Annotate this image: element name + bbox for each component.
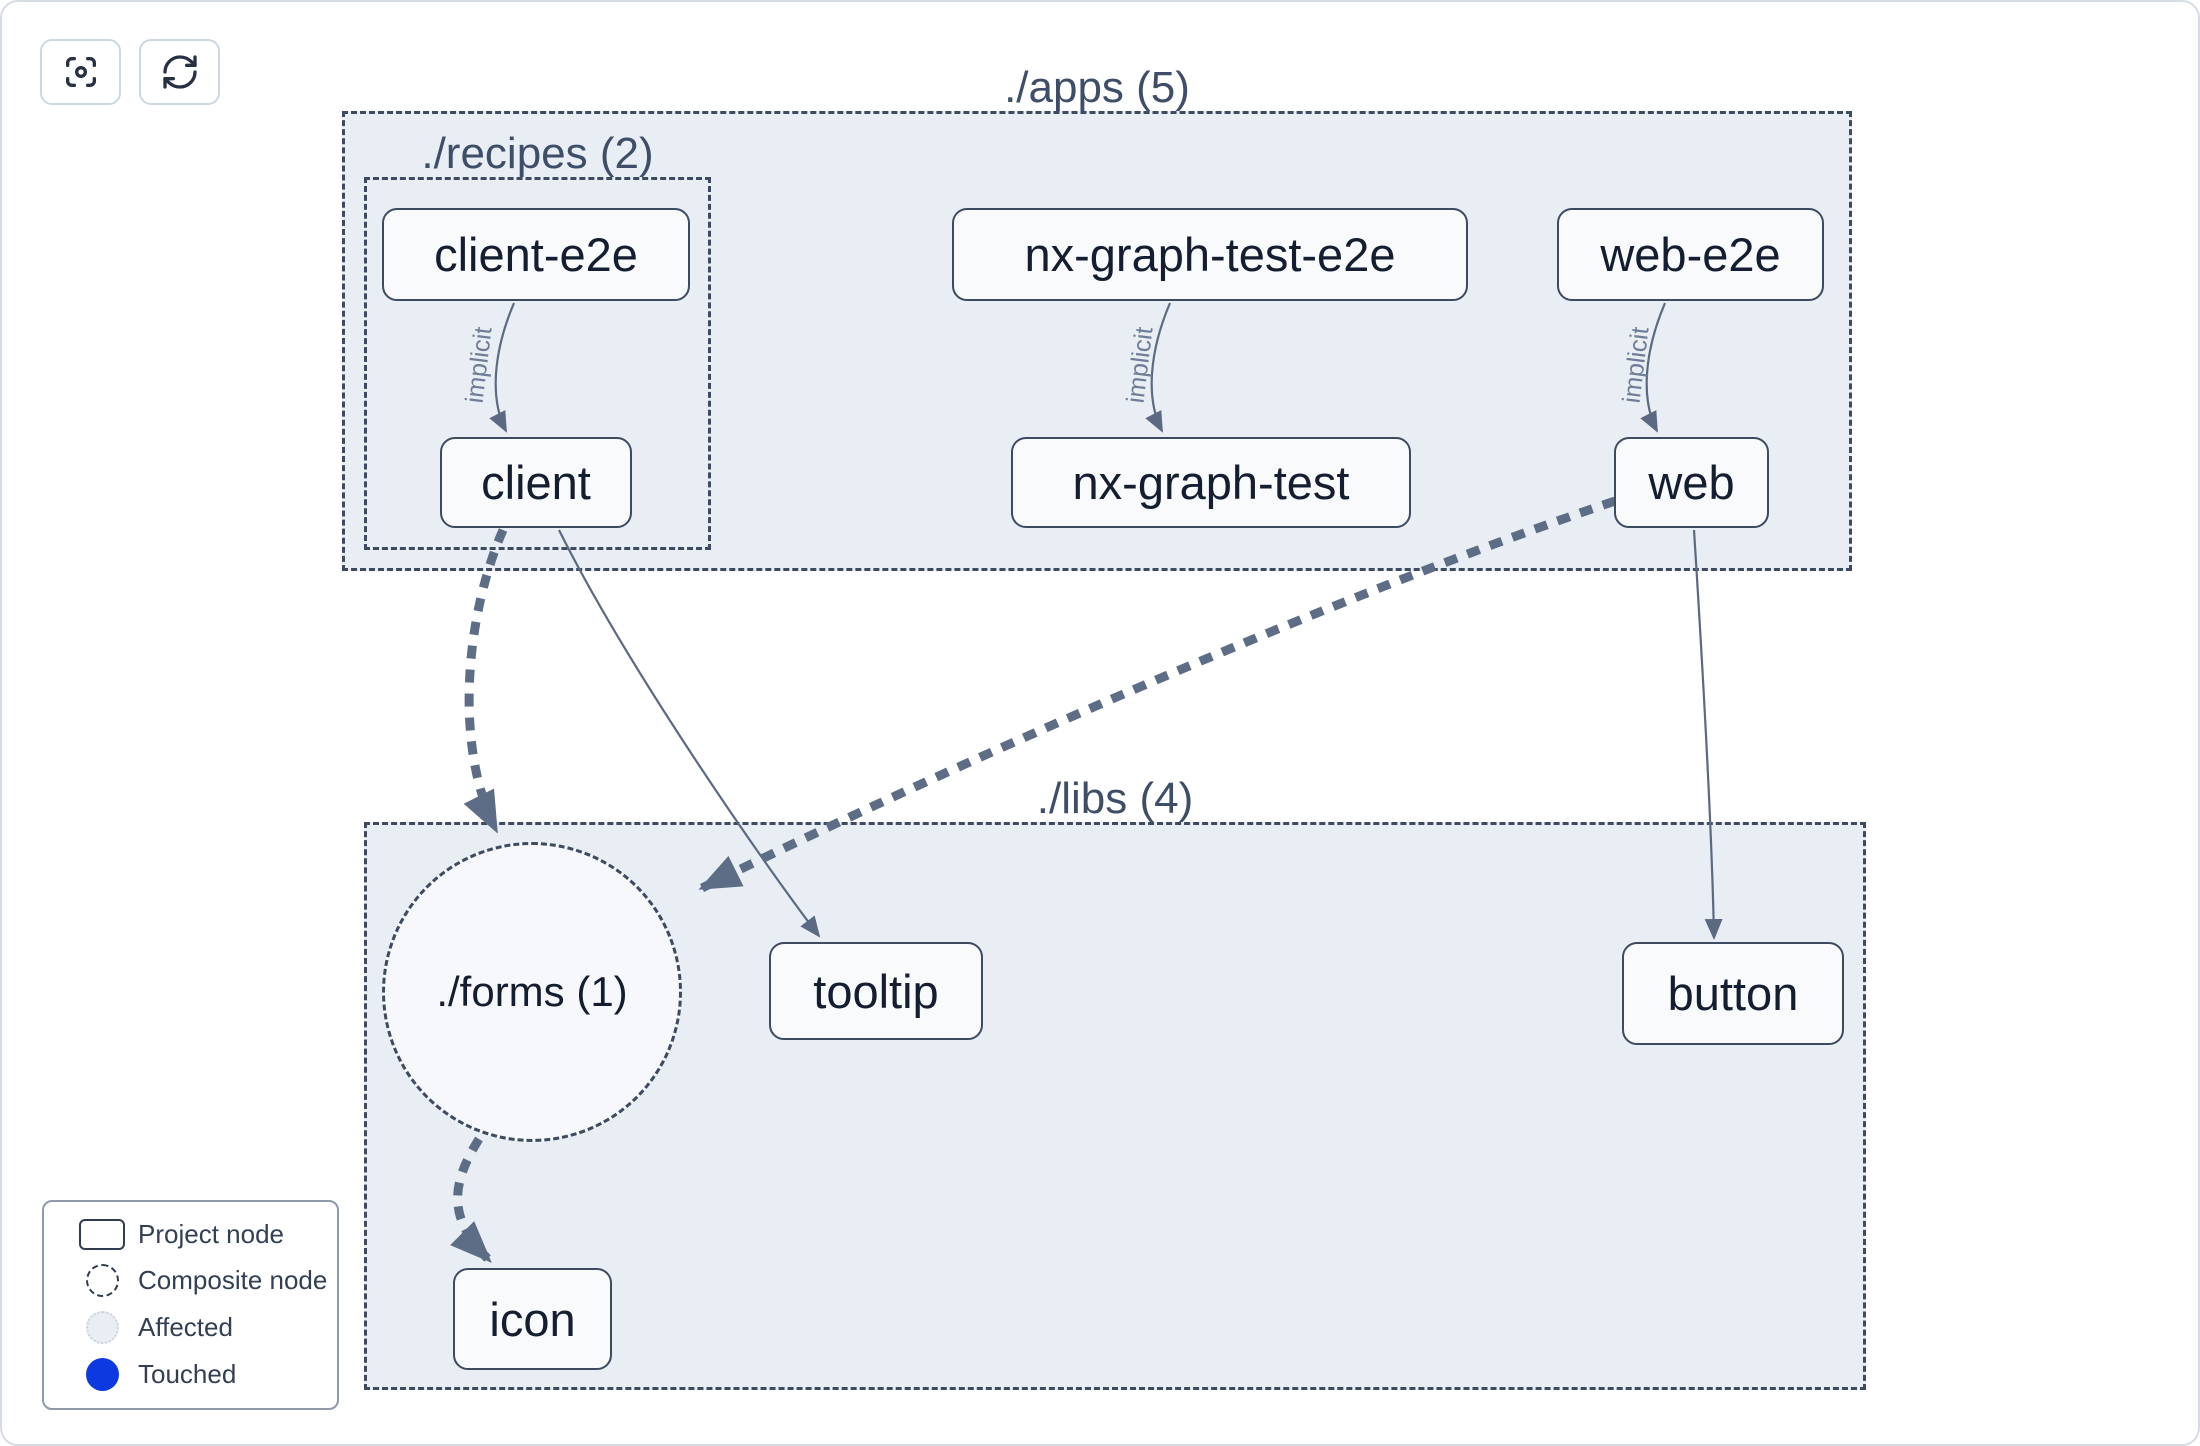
node-nx-graph-test-e2e[interactable]: nx-graph-test-e2e	[952, 208, 1468, 301]
legend-item-affected: Affected	[66, 1311, 337, 1344]
legend-label: Composite node	[138, 1265, 328, 1295]
affected-swatch	[85, 1311, 119, 1344]
legend-label: Affected	[138, 1312, 233, 1342]
group-recipes: ./recipes (2)	[364, 129, 711, 550]
composite-node-forms-label: ./forms (1)	[436, 968, 628, 1015]
node-web-label: web	[1648, 456, 1735, 509]
legend-item-project-node: Project node	[66, 1219, 337, 1250]
focus-icon	[65, 57, 96, 88]
node-nx-graph-test-label: nx-graph-test	[1072, 456, 1350, 509]
node-web-e2e-label: web-e2e	[1600, 228, 1781, 281]
legend-label: Touched	[138, 1359, 237, 1389]
node-web-e2e[interactable]: web-e2e	[1557, 208, 1824, 301]
node-tooltip[interactable]: tooltip	[769, 942, 983, 1040]
refresh-graph-button[interactable]	[139, 39, 220, 105]
legend-item-touched: Touched	[66, 1358, 337, 1391]
node-client-e2e[interactable]: client-e2e	[382, 208, 690, 301]
node-tooltip-label: tooltip	[813, 964, 939, 1018]
edge-client-to-forms	[463, 528, 508, 834]
node-nx-graph-test[interactable]: nx-graph-test	[1011, 437, 1411, 528]
touched-swatch	[85, 1358, 119, 1391]
node-client[interactable]: client	[440, 437, 632, 528]
composite-node-swatch	[85, 1264, 119, 1297]
composite-node-forms[interactable]: ./forms (1)	[382, 842, 682, 1142]
node-client-e2e-label: client-e2e	[434, 228, 638, 281]
project-node-swatch	[79, 1219, 125, 1250]
node-button-label: button	[1667, 967, 1799, 1020]
center-graph-button[interactable]	[40, 39, 121, 105]
legend-panel: Project node Composite node Affected Tou…	[42, 1200, 339, 1410]
group-recipes-label[interactable]: ./recipes (2)	[421, 129, 654, 178]
node-icon-label: icon	[489, 1292, 576, 1346]
node-web[interactable]: web	[1614, 437, 1769, 528]
node-icon[interactable]: icon	[453, 1268, 612, 1370]
legend-label: Project node	[138, 1219, 284, 1249]
legend-item-composite-node: Composite node	[66, 1264, 337, 1297]
node-nx-graph-test-e2e-label: nx-graph-test-e2e	[1024, 228, 1396, 281]
node-button[interactable]: button	[1622, 942, 1844, 1045]
node-client-label: client	[481, 456, 591, 509]
group-libs-label[interactable]: ./libs (4)	[1036, 774, 1194, 823]
refresh-icon	[162, 55, 197, 89]
group-apps-label[interactable]: ./apps (5)	[1004, 63, 1190, 112]
